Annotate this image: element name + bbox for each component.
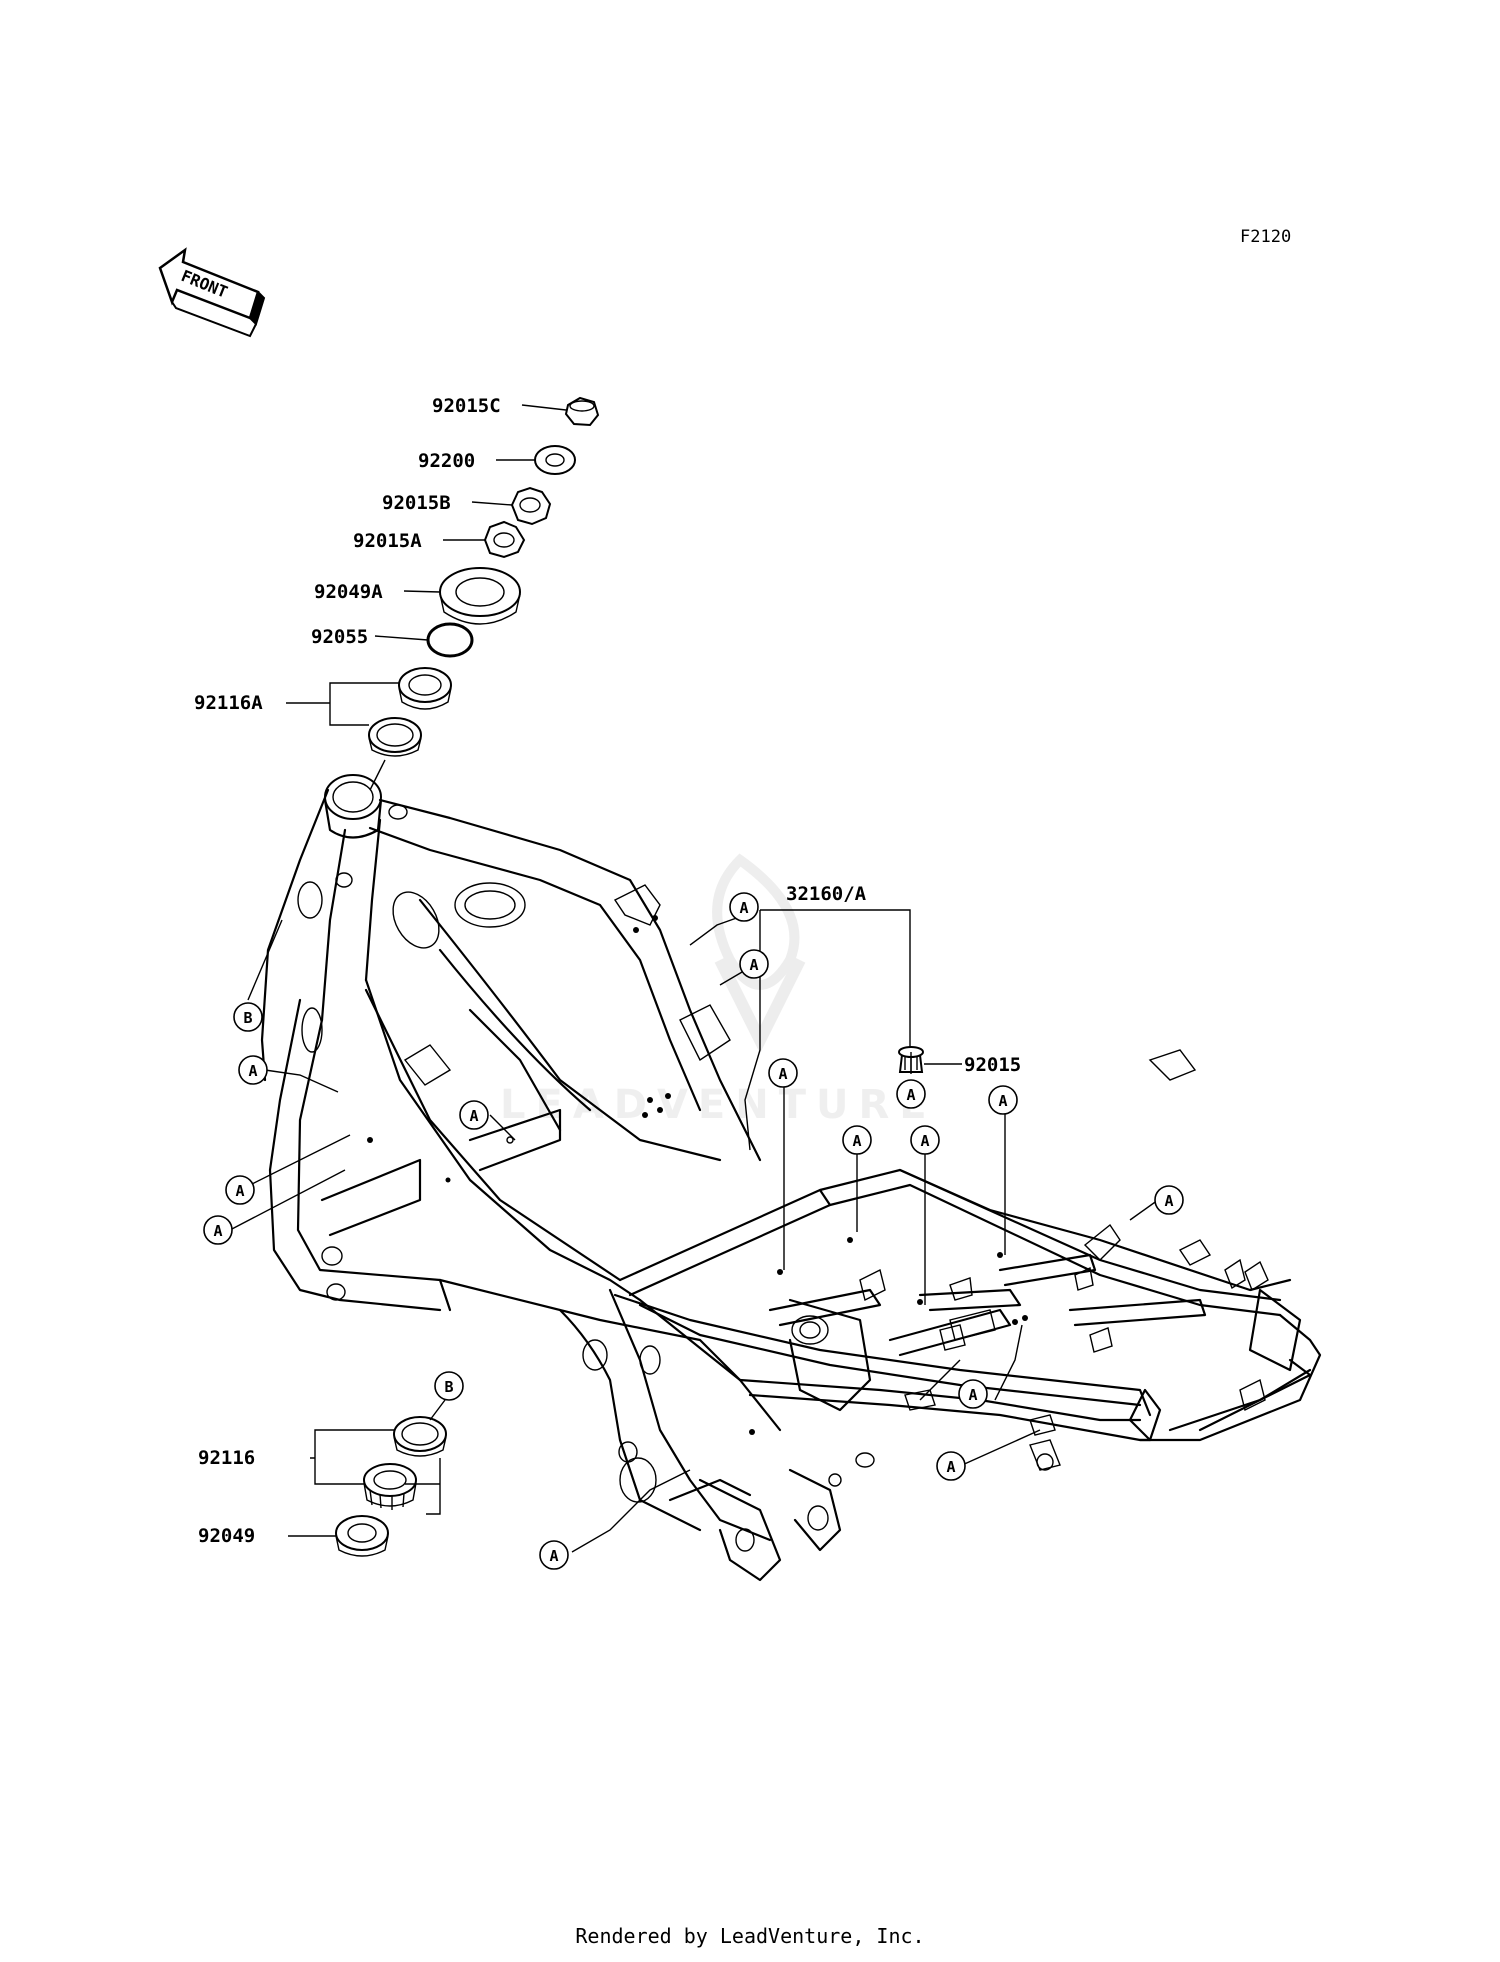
steering-stem-parts bbox=[335, 396, 924, 1557]
callout-a: A bbox=[896, 1079, 926, 1109]
callout-a: A bbox=[225, 1175, 255, 1205]
part-label-92015A: 92015A bbox=[353, 530, 422, 552]
svg-text:A: A bbox=[778, 1065, 787, 1083]
callout-a: A bbox=[1154, 1185, 1184, 1215]
part-number-labels: 92015C 92200 92015B 92015A 92049A 92055 … bbox=[194, 395, 1021, 1547]
part-label-32160A: 32160/A bbox=[786, 883, 867, 905]
callout-a: A bbox=[203, 1215, 233, 1245]
svg-text:A: A bbox=[739, 899, 748, 917]
callout-a: A bbox=[842, 1125, 872, 1155]
svg-text:A: A bbox=[852, 1132, 861, 1150]
part-label-92200: 92200 bbox=[418, 450, 475, 472]
part-label-92049: 92049 bbox=[198, 1525, 255, 1547]
part-label-92116: 92116 bbox=[198, 1447, 255, 1469]
svg-text:B: B bbox=[243, 1009, 252, 1027]
svg-text:A: A bbox=[549, 1547, 558, 1565]
callout-a: A bbox=[910, 1125, 940, 1155]
callout-a: A bbox=[459, 1100, 489, 1130]
callout-b-lower: B bbox=[434, 1371, 464, 1401]
callout-a: A bbox=[936, 1451, 966, 1481]
front-arrow-icon: FRONT bbox=[158, 247, 266, 338]
svg-text:A: A bbox=[213, 1222, 222, 1240]
svg-text:A: A bbox=[998, 1092, 1007, 1110]
svg-text:A: A bbox=[749, 956, 758, 974]
svg-text:A: A bbox=[1164, 1192, 1173, 1210]
callout-b-upper: B bbox=[233, 1002, 263, 1032]
part-label-92015C: 92015C bbox=[432, 395, 501, 417]
part-label-92116A: 92116A bbox=[194, 692, 263, 714]
part-label-92049A: 92049A bbox=[314, 581, 383, 603]
callout-a: A bbox=[958, 1379, 988, 1409]
callout-a: A bbox=[768, 1058, 798, 1088]
svg-text:A: A bbox=[248, 1062, 257, 1080]
svg-text:A: A bbox=[906, 1086, 915, 1104]
part-label-92015B: 92015B bbox=[382, 492, 451, 514]
callout-a: A bbox=[539, 1540, 569, 1570]
svg-text:A: A bbox=[235, 1182, 244, 1200]
part-label-92055: 92055 bbox=[311, 626, 368, 648]
motorcycle-frame bbox=[260, 774, 1322, 1582]
svg-text:A: A bbox=[469, 1107, 478, 1125]
svg-text:A: A bbox=[946, 1458, 955, 1476]
svg-text:A: A bbox=[968, 1386, 977, 1404]
callout-a: A bbox=[729, 892, 759, 922]
part-label-92015: 92015 bbox=[964, 1054, 1021, 1076]
callout-markers: B B A A A A A A A A A A A A A A A bbox=[203, 892, 1184, 1570]
diagram-code: F2120 bbox=[1240, 227, 1291, 247]
callout-a: A bbox=[238, 1055, 268, 1085]
svg-text:B: B bbox=[444, 1378, 453, 1396]
footer-credit: Rendered by LeadVenture, Inc. bbox=[575, 1924, 925, 1948]
leader-lines bbox=[229, 404, 1159, 1553]
callout-a: A bbox=[739, 949, 769, 979]
callout-a: A bbox=[988, 1085, 1018, 1115]
svg-text:A: A bbox=[920, 1132, 929, 1150]
